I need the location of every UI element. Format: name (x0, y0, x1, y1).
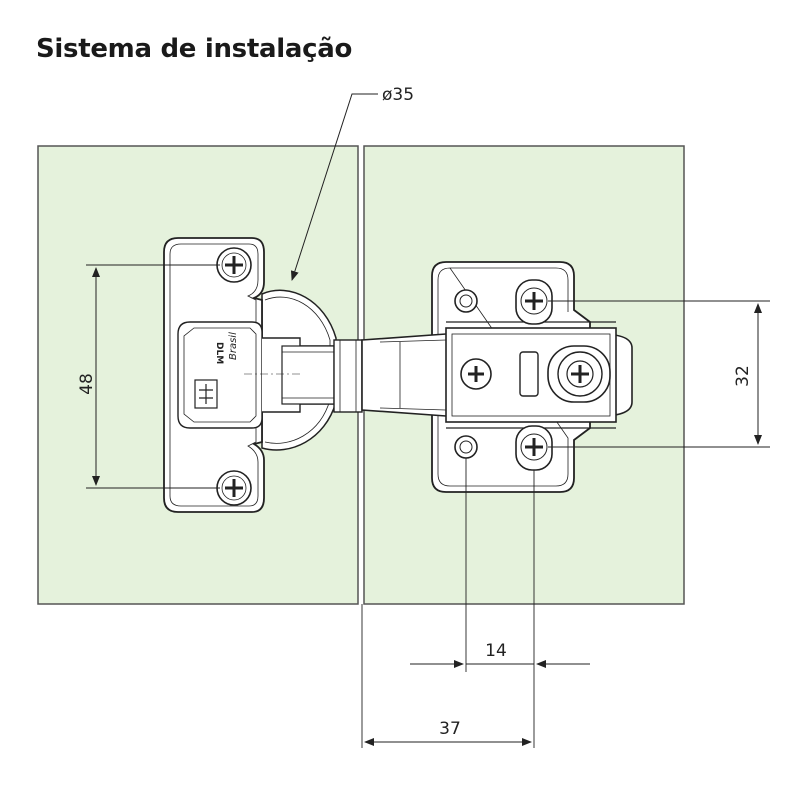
edge-distance-label: 37 (439, 719, 461, 739)
hinge-cup-arm: DLM Brasil (163, 237, 363, 513)
plate-top-screw (515, 279, 553, 325)
plate-bottom-hole (454, 435, 478, 459)
plate-screw-spacing-label: 32 (733, 365, 753, 387)
arm-fixing-screw (460, 358, 492, 390)
cup-bottom-screw (216, 470, 252, 506)
adjustment-cam-screw (547, 345, 611, 403)
plate-top-hole (454, 289, 478, 313)
cup-screw-spacing-dimension: 48 (77, 264, 220, 489)
cup-top-screw (216, 247, 252, 283)
plate-hole-offset-label: 14 (485, 641, 507, 661)
page-title: Sistema de instalação (36, 34, 353, 64)
mounting-plate (361, 261, 633, 493)
brand-logo: DLM Brasil (194, 332, 239, 409)
diameter-label: ø35 (382, 85, 414, 105)
logo-lettering: DLM (214, 342, 224, 364)
cup-screw-spacing-label: 48 (77, 373, 97, 395)
plate-hole-offset-dimension: 14 (410, 641, 590, 668)
brand-label: Brasil (228, 332, 239, 360)
edge-distance-dimension: 37 (364, 719, 532, 746)
plate-bottom-screw (515, 425, 553, 471)
plate-screw-spacing-dimension: 32 (548, 300, 770, 448)
diameter-callout: ø35 (290, 85, 414, 281)
